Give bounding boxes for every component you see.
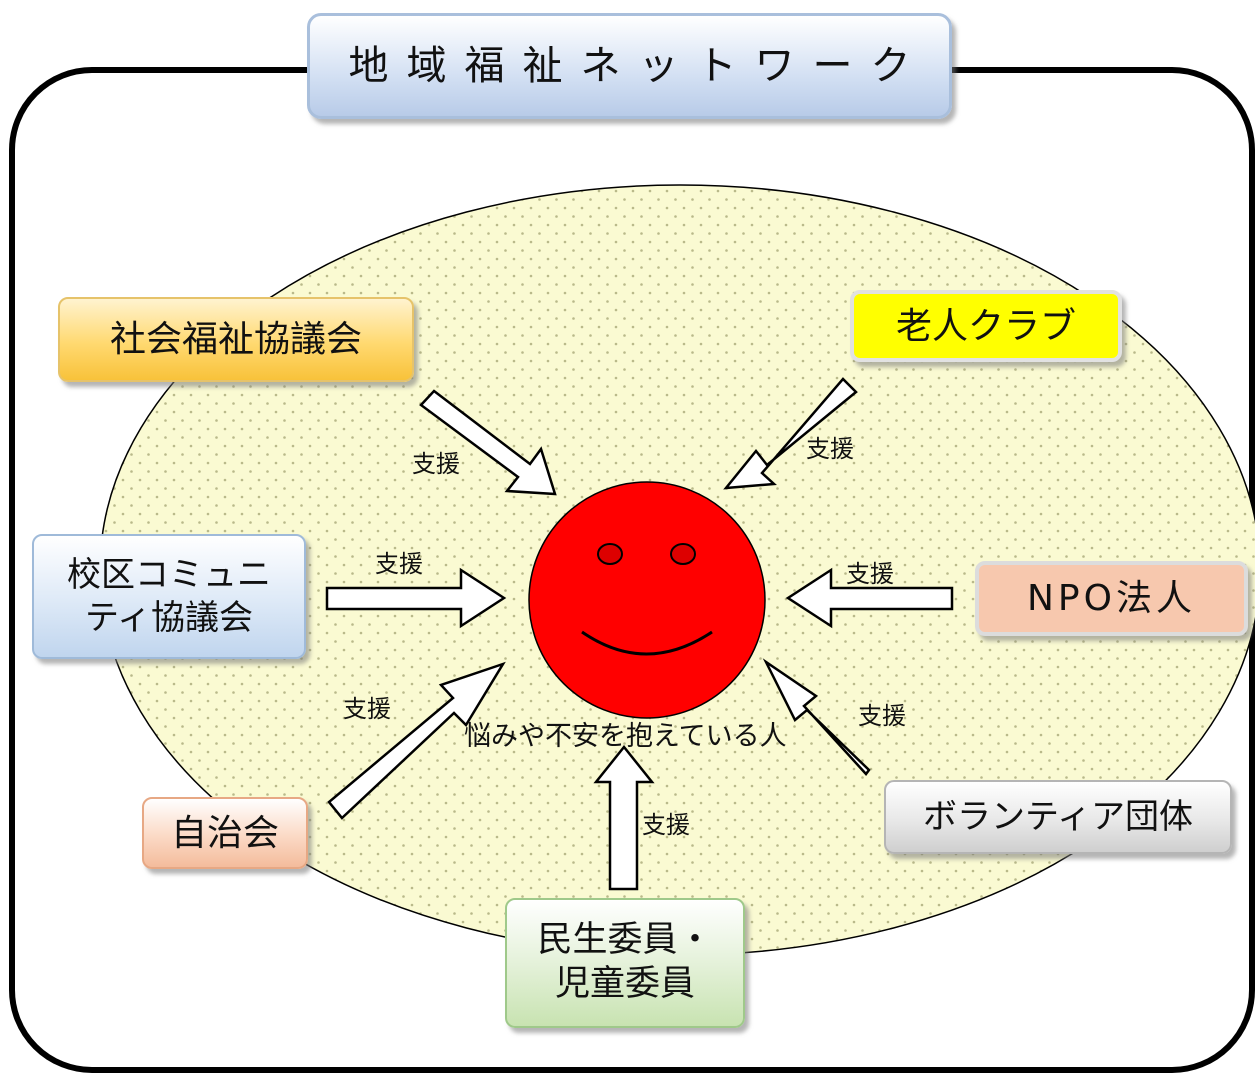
org-box-shakyo: 社会福祉協議会 <box>58 297 414 382</box>
org-box-rojin: 老人クラブ <box>850 290 1122 362</box>
org-label-volunteer: ボランティア団体 <box>923 796 1193 837</box>
person-face <box>528 481 766 719</box>
arrow-from-koku <box>325 567 507 629</box>
org-label-shakyo: 社会福祉協議会 <box>109 319 362 360</box>
arrow-from-volunteer <box>762 658 871 776</box>
support-label-minsei: 支援 <box>642 811 690 839</box>
org-label-koku-line2: ティ協議会 <box>85 597 253 638</box>
arrow-from-rojin <box>723 377 858 490</box>
smile <box>581 630 713 656</box>
org-box-koku-community: 校区コミュニ ティ協議会 <box>32 534 306 659</box>
support-label-koku: 支援 <box>375 550 423 578</box>
org-box-minsei: 民生委員・ 児童委員 <box>505 898 745 1028</box>
support-label-rojin: 支援 <box>806 435 854 463</box>
support-label-npo: 支援 <box>846 560 894 588</box>
org-label-minsei-line2: 児童委員 <box>554 964 695 1004</box>
arrow-from-minsei <box>593 744 655 891</box>
support-label-volunteer: 支援 <box>858 702 906 730</box>
org-label-npo: NPO法人 <box>1027 578 1196 619</box>
org-label-koku-line1: 校区コミュニ <box>67 555 271 595</box>
arrow-from-npo <box>785 567 954 629</box>
org-label-minsei-line1: 民生委員・ <box>537 920 713 961</box>
arrow-from-jichi <box>327 661 506 820</box>
support-label-shakyo: 支援 <box>412 450 460 478</box>
center-caption: 悩みや不安を抱えている人 <box>464 721 787 752</box>
support-label-jichi: 支援 <box>343 695 391 723</box>
org-label-rojin: 老人クラブ <box>895 305 1076 347</box>
org-box-npo: NPO法人 <box>975 561 1248 636</box>
org-label-jichi: 自治会 <box>170 812 279 854</box>
right-eye <box>670 543 696 565</box>
title-text: 地域福祉ネットワーク <box>348 43 929 89</box>
org-box-jichi: 自治会 <box>142 797 308 869</box>
arrow-from-shakyo <box>419 389 557 496</box>
left-eye <box>597 543 623 565</box>
org-box-volunteer: ボランティア団体 <box>884 780 1232 854</box>
page-title: 地域福祉ネットワーク <box>307 13 952 119</box>
face-circle <box>528 481 766 719</box>
